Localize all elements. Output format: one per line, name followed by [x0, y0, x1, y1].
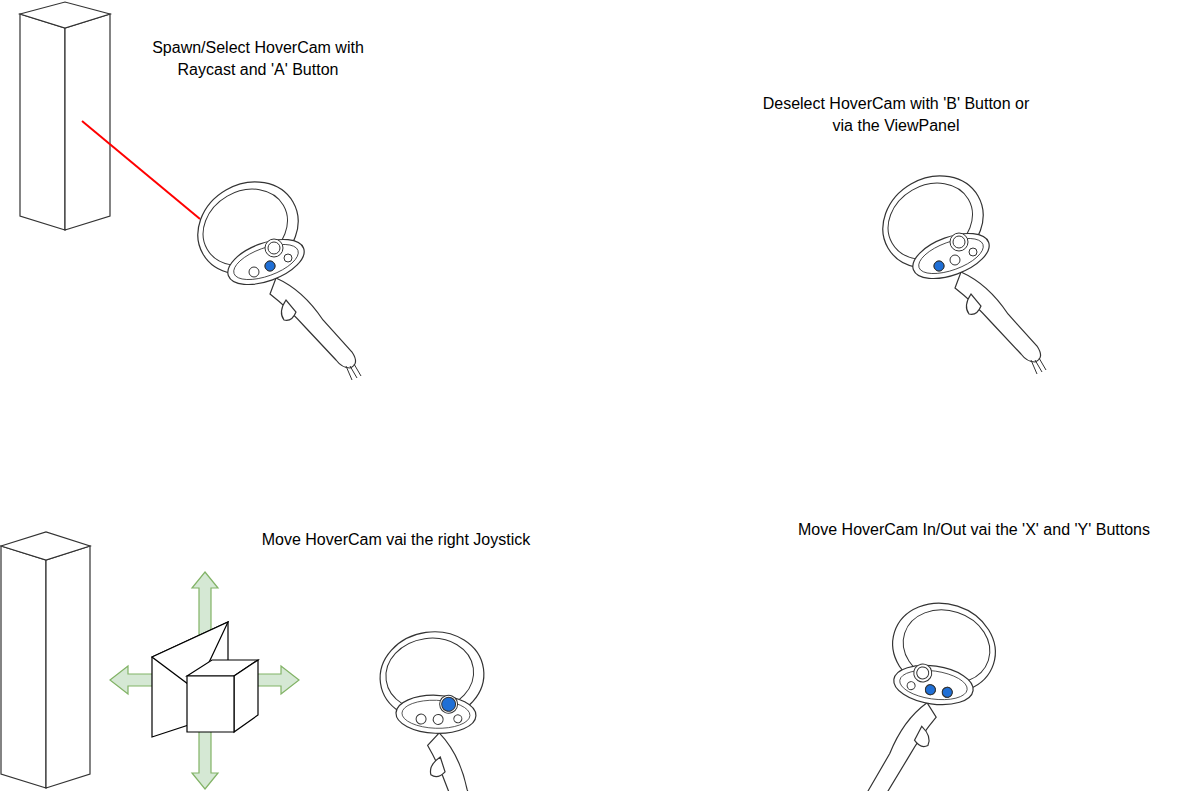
drawing-part [820, 571, 1041, 791]
joystick [440, 695, 458, 713]
instruction-label: Spawn/Select HoverCam with Raycast and '… [142, 37, 374, 81]
raycast-line [82, 121, 200, 219]
drawing-part [46, 546, 90, 788]
drawing-part [1, 532, 90, 560]
y-button [941, 686, 953, 698]
drawing-part [234, 660, 258, 732]
controller [313, 591, 561, 791]
drawing-part [313, 591, 561, 791]
pillar [1, 532, 90, 788]
drawing-part [20, 2, 110, 28]
drawing-part [866, 158, 1046, 374]
b-button [934, 261, 944, 271]
drawing-part [65, 14, 110, 230]
controller [866, 158, 1046, 374]
instruction-label: Move HoverCam In/Out vai the 'X' and 'Y'… [798, 519, 1150, 541]
a-button [265, 261, 275, 271]
x-button [924, 684, 936, 696]
drawing-part [187, 676, 234, 732]
drawing-part [20, 14, 65, 230]
pillar [20, 2, 110, 230]
drawing-part [181, 164, 361, 380]
instruction-label: Deselect HoverCam with 'B' Button or via… [751, 93, 1041, 137]
instruction-label: Move HoverCam vai the right Joystick [262, 529, 531, 551]
drawing-part [1, 546, 46, 788]
move-arrows [110, 572, 299, 789]
controller [820, 571, 1041, 791]
hovercam [152, 622, 258, 737]
controller [181, 164, 361, 380]
